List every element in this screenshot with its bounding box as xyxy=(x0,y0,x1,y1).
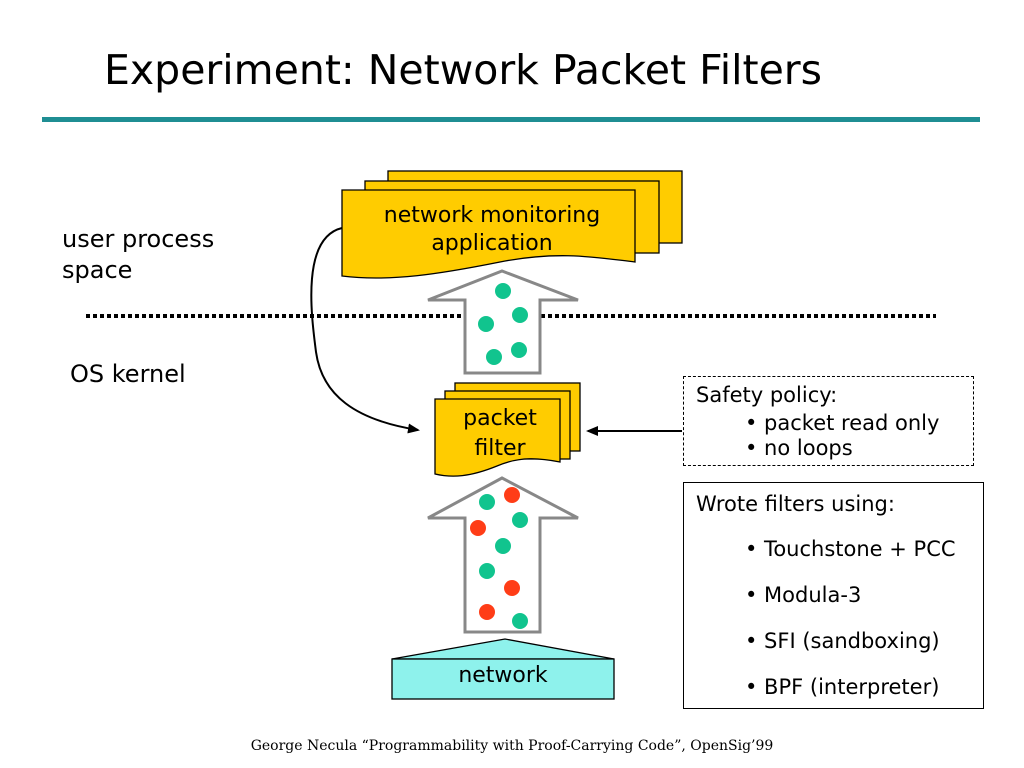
packet-dot xyxy=(512,512,528,528)
filter-doc-front xyxy=(434,398,561,477)
lower-flow-arrow xyxy=(427,476,579,634)
filter-document-stack xyxy=(434,382,581,477)
packet-dot xyxy=(495,283,511,299)
safety-policy-item: • packet read only xyxy=(745,411,940,435)
slide-footer: George Necula “Programmability with Proo… xyxy=(250,738,774,754)
packet-dot xyxy=(470,520,486,536)
packet-dot xyxy=(512,613,528,629)
packet-dot xyxy=(479,563,495,579)
filters-used-item: • SFI (sandboxing) xyxy=(745,629,940,653)
filters-used-item: • BPF (interpreter) xyxy=(745,675,940,699)
app-label-line1: network monitoring xyxy=(384,203,600,228)
slide-title: Experiment: Network Packet Filters xyxy=(104,46,823,94)
packet-dot xyxy=(479,604,495,620)
packet-dot xyxy=(478,316,494,332)
safety-policy-item: • no loops xyxy=(745,436,853,460)
packet-dot xyxy=(512,307,528,323)
network-box xyxy=(391,658,615,700)
safety-policy-box: Safety policy: • packet read only • no l… xyxy=(683,376,974,466)
user-space-label-line1: user process xyxy=(62,225,215,253)
network-label: network xyxy=(458,663,548,688)
packet-dot xyxy=(486,349,502,365)
safety-policy-heading: Safety policy: xyxy=(696,383,838,407)
packet-dot xyxy=(504,487,520,503)
network-up-arrow xyxy=(391,638,615,660)
filters-used-heading: Wrote filters using: xyxy=(696,492,895,516)
filters-used-item: • Modula-3 xyxy=(745,583,862,607)
packet-dot xyxy=(479,494,495,510)
upper-flow-arrow xyxy=(427,269,579,375)
application-document-stack xyxy=(341,170,683,279)
app-doc-front xyxy=(341,189,636,279)
app-label-line2: application xyxy=(431,231,552,256)
filter-label-line1: packet xyxy=(463,406,537,431)
os-kernel-label: OS kernel xyxy=(70,360,186,388)
filter-label-line2: filter xyxy=(474,436,526,461)
filters-used-item: • Touchstone + PCC xyxy=(745,537,956,561)
filters-used-box: Wrote filters using: • Touchstone + PCC … xyxy=(683,482,984,709)
title-underline xyxy=(42,117,980,122)
install-filter-curve xyxy=(310,227,420,434)
user-space-label-line2: space xyxy=(62,256,133,284)
packet-dot xyxy=(495,538,511,554)
packet-dot xyxy=(511,342,527,358)
packet-dot xyxy=(504,580,520,596)
